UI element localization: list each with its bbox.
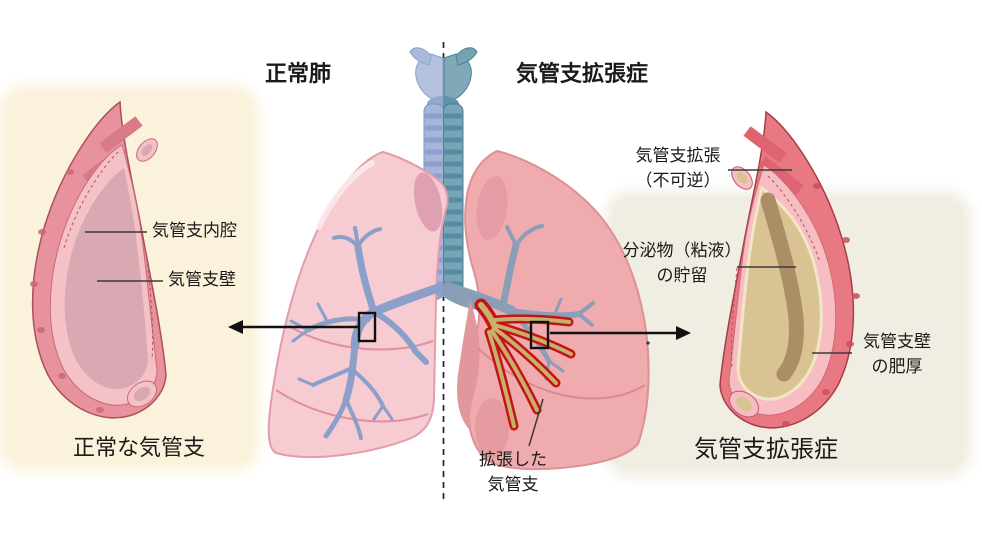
label-bronchial-wall: 気管支壁 [168, 270, 236, 290]
diseased-lung [443, 149, 650, 471]
label-lines [85, 169, 852, 447]
label-bronchial-dilation: 気管支拡張 （不可逆） [636, 144, 721, 194]
normal-bronchus-cutaway [30, 100, 167, 419]
diseased-bronchus-cutaway [719, 110, 860, 429]
caption-normal-bronchus: 正常な気管支 [72, 436, 206, 461]
label-dilated-bronchus: 拡張した 気管支 [479, 448, 547, 498]
label-wall-thickening-line1: 気管支壁 [863, 332, 931, 352]
title-normal-lung: 正常肺 [264, 62, 332, 87]
label-secretion-line2: の貯留 [656, 266, 708, 286]
label-bronchial-lumen: 気管支内腔 [152, 221, 237, 241]
label-wall-thickening: 気管支壁 の肥厚 [863, 330, 931, 380]
dilated-bronchi [474, 298, 576, 431]
dilated-bronchus-pointer-line [528, 398, 544, 447]
arrow-to-normal-bronchus [228, 320, 358, 334]
arrow-to-diseased-bronchus [550, 326, 691, 345]
caption-bronchiectasis: 気管支拡張症 [694, 435, 838, 463]
label-secretion-line1: 分泌物（粘液） [622, 241, 742, 261]
label-secretion-retention: 分泌物（粘液） の貯留 [623, 239, 742, 289]
label-bronchial-dilation-line2: （不可逆） [635, 171, 721, 191]
zoom-box-diseased [529, 320, 550, 350]
label-dilated-bronchus-line1: 拡張した [479, 450, 547, 470]
label-bronchial-dilation-line1: 気管支拡張 [635, 146, 721, 166]
normal-lung [267, 150, 449, 458]
label-wall-thickening-line2: の肥厚 [871, 357, 923, 377]
label-dilated-bronchus-line2: 気管支 [487, 475, 539, 495]
trachea-larynx [395, 47, 489, 311]
zoom-box-normal [357, 311, 377, 343]
title-bronchiectasis: 気管支拡張症 [515, 62, 649, 87]
